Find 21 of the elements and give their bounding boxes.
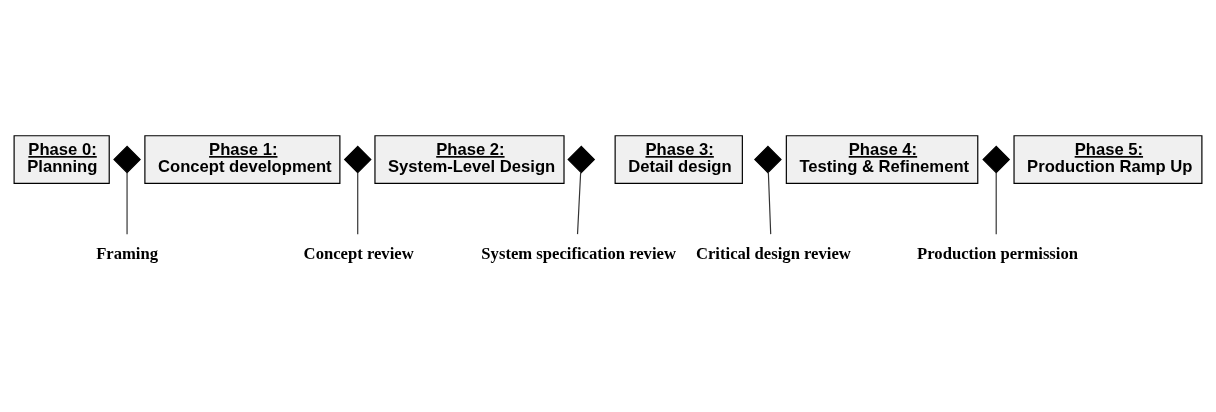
node-text: Production permission: [917, 243, 1079, 263]
node-diamond: [113, 145, 141, 173]
node-diamond: [982, 145, 1011, 173]
node-text: Critical design review: [695, 243, 851, 263]
connector: [126, 171, 128, 235]
node-text: Framing: [96, 243, 159, 263]
node-diamond: [567, 145, 596, 173]
node-text: System specification review: [481, 243, 676, 263]
node-diamond: [754, 145, 782, 173]
connector: [357, 171, 359, 235]
node-box: Phase 2: System-Level Design: [374, 134, 565, 184]
connector: [995, 171, 997, 235]
node-box: Phase 0: Planning: [13, 134, 110, 184]
node-box: Phase 1: Concept development: [144, 134, 341, 184]
node-diamond: [343, 145, 372, 173]
node-box: Phase 5: Production Ramp Up: [1013, 134, 1203, 184]
connector: [767, 171, 772, 235]
node-box: Phase 4: Testing & Refinement: [785, 134, 979, 184]
node-text: Concept review: [303, 243, 414, 263]
node-box: Phase 3: Detail design: [614, 134, 743, 184]
connector: [576, 171, 582, 235]
